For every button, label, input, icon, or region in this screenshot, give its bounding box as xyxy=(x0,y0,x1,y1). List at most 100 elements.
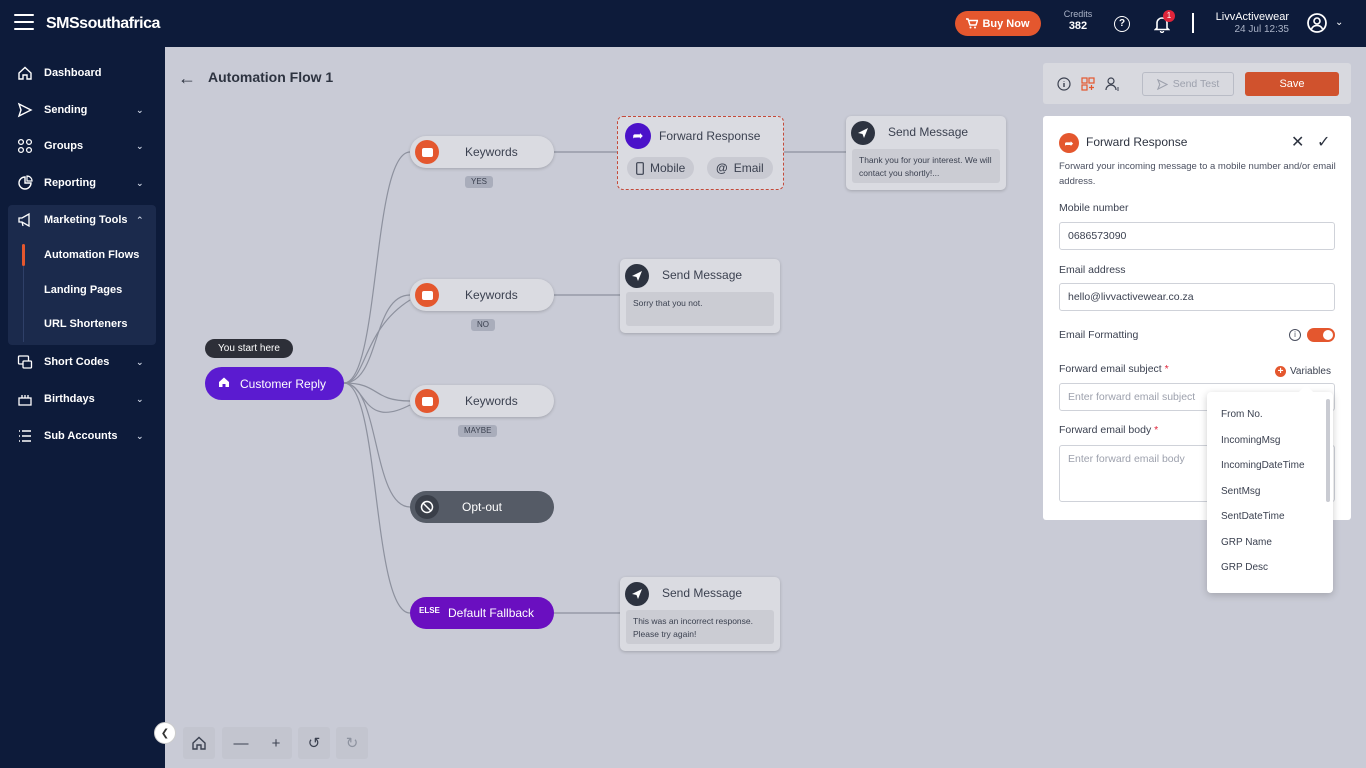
chat-bubble-icon xyxy=(415,140,439,164)
send-message-node[interactable]: Send Message Thank you for your interest… xyxy=(846,116,1006,190)
birthday-icon xyxy=(18,395,32,406)
opt-out-label: Opt-out xyxy=(462,500,503,514)
customer-reply-node[interactable]: Customer Reply xyxy=(205,367,344,400)
sidebar-subitem-automation-flows[interactable]: Automation Flows xyxy=(44,249,140,261)
divider xyxy=(1192,13,1194,33)
panel-toolbar: Send Test Save xyxy=(1043,63,1351,104)
check-icon[interactable]: ✓ xyxy=(1317,134,1331,151)
redo-button[interactable]: ↻ xyxy=(336,727,368,759)
send-message-body: Sorry that you not. xyxy=(626,292,774,326)
chat-bubble-icon xyxy=(415,283,439,307)
chevron-down-icon: ⌄ xyxy=(136,356,144,367)
home-view-button[interactable] xyxy=(183,727,215,759)
undo-button[interactable]: ↺ xyxy=(298,727,330,759)
send-message-body: Thank you for your interest. We will con… xyxy=(852,149,1000,183)
zoom-in-icon[interactable]: + xyxy=(271,734,281,752)
collapse-sidebar-button[interactable]: ❮ xyxy=(154,722,176,744)
send-icon xyxy=(17,102,33,118)
user-info[interactable]: LivvActivewear 24 Jul 12:35 xyxy=(1205,11,1289,35)
send-message-title: Send Message xyxy=(888,125,969,139)
sidebar-item-sending[interactable]: Sending ⌄ xyxy=(0,92,165,128)
sidebar-item-short-codes[interactable]: Short Codes ⌄ xyxy=(0,344,165,380)
email-body-label: Forward email body * xyxy=(1059,424,1158,436)
email-subject-label: Forward email subject * xyxy=(1059,363,1169,375)
variable-option[interactable]: SentMsg xyxy=(1221,486,1261,497)
page-title: Automation Flow 1 xyxy=(208,69,334,85)
forward-response-node[interactable]: ➦ Forward Response Mobile @ Email xyxy=(617,116,784,190)
plus-icon: + xyxy=(1275,366,1286,377)
sidebar-item-label: Groups xyxy=(44,140,84,152)
email-address-field[interactable]: hello@livvactivewear.co.za xyxy=(1059,283,1335,311)
send-test-label: Send Test xyxy=(1172,78,1220,90)
keywords-node-maybe[interactable]: Keywords xyxy=(410,385,554,417)
email-formatting-toggle[interactable] xyxy=(1307,328,1335,342)
sidebar-subitem-url-shorteners[interactable]: URL Shorteners xyxy=(44,318,128,330)
email-formatting-label: Email Formatting xyxy=(1059,329,1139,341)
sidebar-item-dashboard[interactable]: Dashboard xyxy=(0,55,165,91)
sidebar-item-birthdays[interactable]: Birthdays ⌄ xyxy=(0,381,165,417)
default-fallback-node[interactable]: ELSE Default Fallback xyxy=(410,597,554,629)
user-avatar-icon[interactable] xyxy=(1307,13,1327,33)
mobile-number-label: Mobile number xyxy=(1059,202,1129,214)
keywords-node-no[interactable]: Keywords xyxy=(410,279,554,311)
email-body-textarea[interactable]: Enter forward email body xyxy=(1059,445,1335,502)
dropdown-scrollbar[interactable] xyxy=(1326,399,1330,502)
variable-option[interactable]: IncomingDateTime xyxy=(1221,460,1305,471)
cart-icon xyxy=(966,18,979,29)
send-message-node[interactable]: Send Message Sorry that you not. xyxy=(620,259,780,333)
variable-option[interactable]: From No. xyxy=(1221,409,1263,420)
block-icon xyxy=(415,495,439,519)
sidebar-item-sub-accounts[interactable]: Sub Accounts ⌄ xyxy=(0,418,165,454)
variable-option[interactable]: GRP Name xyxy=(1221,537,1272,548)
opt-out-node[interactable]: Opt-out xyxy=(410,491,554,523)
default-fallback-label: Default Fallback xyxy=(448,606,535,620)
menu-icon[interactable] xyxy=(14,14,34,32)
panel-description: Forward your incoming message to a mobil… xyxy=(1059,161,1336,187)
sidebar-item-marketing-tools[interactable]: Marketing Tools ⌃ xyxy=(0,202,165,238)
submenu-line xyxy=(23,266,24,342)
variable-option[interactable]: IncomingMsg xyxy=(1221,435,1281,446)
info-icon[interactable]: i xyxy=(1289,329,1301,341)
back-arrow-icon[interactable]: ← xyxy=(178,68,196,88)
sidebar-item-label: Sub Accounts xyxy=(44,430,118,442)
sidebar-subitem-landing-pages[interactable]: Landing Pages xyxy=(44,284,123,296)
chevron-down-icon: ⌄ xyxy=(136,393,144,404)
send-icon xyxy=(851,121,875,145)
info-icon[interactable] xyxy=(1056,76,1072,92)
forward-icon: ➦ xyxy=(625,123,651,149)
short-codes-icon xyxy=(17,355,33,369)
send-icon xyxy=(625,264,649,288)
mobile-number-field[interactable]: 0686573090 xyxy=(1059,222,1335,250)
variable-option[interactable]: GRP Desc xyxy=(1221,562,1269,573)
notification-badge: 1 xyxy=(1163,10,1175,22)
variables-button[interactable]: + Variables xyxy=(1275,366,1331,377)
close-icon[interactable]: ✕ xyxy=(1291,134,1305,151)
keyword-tag: MAYBE xyxy=(458,425,498,437)
email-subject-input[interactable]: Enter forward email subject xyxy=(1059,383,1335,411)
chevron-down-icon: ⌄ xyxy=(136,140,144,151)
user-date: 24 Jul 12:35 xyxy=(1234,24,1290,35)
variables-label: Variables xyxy=(1290,366,1331,377)
help-icon[interactable]: ? xyxy=(1114,16,1130,32)
user-name: LivvActivewear xyxy=(1215,11,1289,23)
sidebar-item-reporting[interactable]: Reporting ⌄ xyxy=(0,165,165,201)
sidebar-item-groups[interactable]: Groups ⌄ xyxy=(0,128,165,164)
email-label: Email xyxy=(733,161,764,175)
keywords-label: Keywords xyxy=(465,288,518,302)
keywords-node-yes[interactable]: Keywords xyxy=(410,136,554,168)
email-subject-label-text: Forward email subject xyxy=(1059,363,1162,375)
add-block-icon[interactable] xyxy=(1080,76,1096,92)
variable-option[interactable]: SentDateTime xyxy=(1221,511,1285,522)
redo-icon: ↻ xyxy=(345,735,359,752)
zoom-out-icon[interactable]: — xyxy=(233,734,249,752)
email-body-label-text: Forward email body xyxy=(1059,424,1152,436)
chevron-down-icon[interactable]: ⌄ xyxy=(1335,17,1344,28)
user-icon[interactable] xyxy=(1105,76,1121,92)
logo[interactable]: SMSsouthafrica xyxy=(46,15,160,32)
buy-now-button[interactable]: Buy Now xyxy=(955,11,1041,36)
send-message-node[interactable]: Send Message This was an incorrect respo… xyxy=(620,577,780,651)
send-test-button[interactable]: Send Test xyxy=(1142,72,1234,96)
sidebar-item-label: Reporting xyxy=(44,177,96,189)
send-icon xyxy=(625,582,649,606)
save-button[interactable]: Save xyxy=(1245,72,1339,96)
